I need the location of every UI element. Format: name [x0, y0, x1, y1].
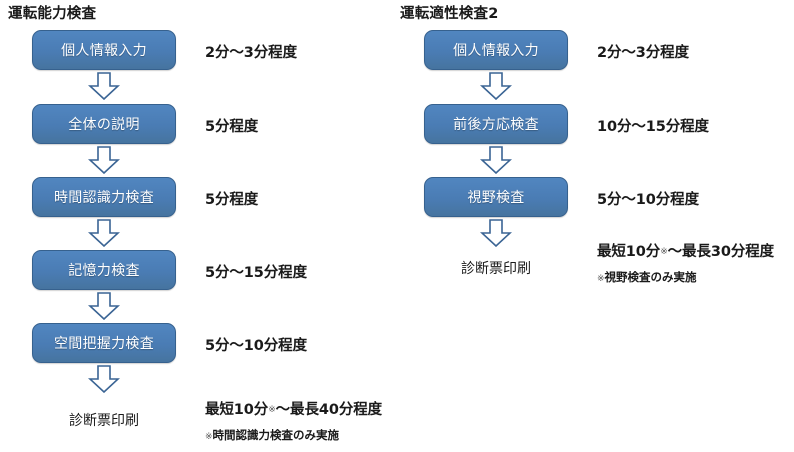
duration-label-3: 5分程度 — [205, 192, 259, 208]
terminal-node: 診断票印刷 — [69, 413, 139, 429]
total-duration-prefix: 最短10分 — [205, 402, 269, 418]
down-block-arrow-icon — [88, 72, 120, 100]
duration-label-2: 5分程度 — [205, 119, 259, 135]
down-block-arrow-icon — [480, 219, 512, 247]
process-node-1[interactable]: 個人情報入力 — [424, 30, 568, 70]
process-node-3[interactable]: 視野検査 — [424, 177, 568, 217]
footnote-body: 視野検査のみ実施 — [604, 270, 697, 284]
column-title: 運転能力検査 — [8, 6, 97, 22]
footnote-body: 時間認識力検査のみ実施 — [212, 428, 340, 442]
total-duration-suffix: ～最長40分程度 — [275, 402, 383, 418]
footnote-marker-icon: ※ — [597, 274, 605, 284]
process-node-2[interactable]: 全体の説明 — [32, 104, 176, 144]
process-node-2[interactable]: 前後方応検査 — [424, 104, 568, 144]
duration-label-1: 2分～3分程度 — [205, 45, 297, 61]
total-duration-label: 最短10分※～最長40分程度 — [205, 398, 382, 419]
down-block-arrow-icon — [88, 365, 120, 393]
process-node-1[interactable]: 個人情報入力 — [32, 30, 176, 70]
process-node-label: 全体の説明 — [68, 117, 140, 133]
down-block-arrow-icon — [480, 72, 512, 100]
process-node-label: 空間把握力検査 — [53, 336, 155, 352]
down-block-arrow-icon — [480, 146, 512, 174]
duration-label-2: 10分～15分程度 — [597, 119, 709, 135]
process-node-5[interactable]: 空間把握力検査 — [32, 323, 176, 363]
total-duration-label: 最短10分※～最長30分程度 — [597, 240, 774, 261]
down-block-arrow-icon — [88, 146, 120, 174]
process-node-label: 視野検査 — [467, 190, 525, 206]
footnote-text: ※時間認識力検査のみ実施 — [205, 427, 339, 443]
footnote-marker-icon: ※ — [268, 405, 276, 415]
flow-column-driving-ability-test: 運転能力検査 個人情報入力 全体の説明 時間認識力検査 記憶力検査 空間把握力検… — [8, 6, 382, 443]
down-block-arrow-icon — [88, 292, 120, 320]
process-node-3[interactable]: 時間認識力検査 — [32, 177, 176, 217]
footnote-text: ※視野検査のみ実施 — [597, 269, 697, 285]
footnote-marker-icon: ※ — [205, 432, 213, 442]
column-title: 運転適性検査2 — [400, 6, 499, 22]
process-node-label: 前後方応検査 — [453, 117, 539, 133]
process-node-label: 記憶力検査 — [68, 263, 140, 279]
total-duration-suffix: ～最長30分程度 — [667, 244, 775, 260]
flow-column-driving-aptitude-test-2: 運転適性検査2 個人情報入力 前後方応検査 視野検査 診断票印刷 2分～3分程度… — [392, 0, 789, 452]
process-node-label: 個人情報入力 — [453, 43, 539, 59]
down-block-arrow-icon — [88, 219, 120, 247]
duration-label-1: 2分～3分程度 — [597, 45, 689, 61]
process-node-4[interactable]: 記憶力検査 — [32, 250, 176, 290]
duration-label-5: 5分～10分程度 — [205, 338, 307, 354]
duration-label-4: 5分～15分程度 — [205, 265, 307, 281]
process-node-label: 個人情報入力 — [61, 43, 147, 59]
process-node-label: 時間認識力検査 — [53, 190, 155, 206]
duration-label-3: 5分～10分程度 — [597, 192, 699, 208]
footnote-marker-icon: ※ — [660, 247, 668, 257]
total-duration-prefix: 最短10分 — [597, 244, 661, 260]
terminal-node: 診断票印刷 — [461, 261, 531, 277]
